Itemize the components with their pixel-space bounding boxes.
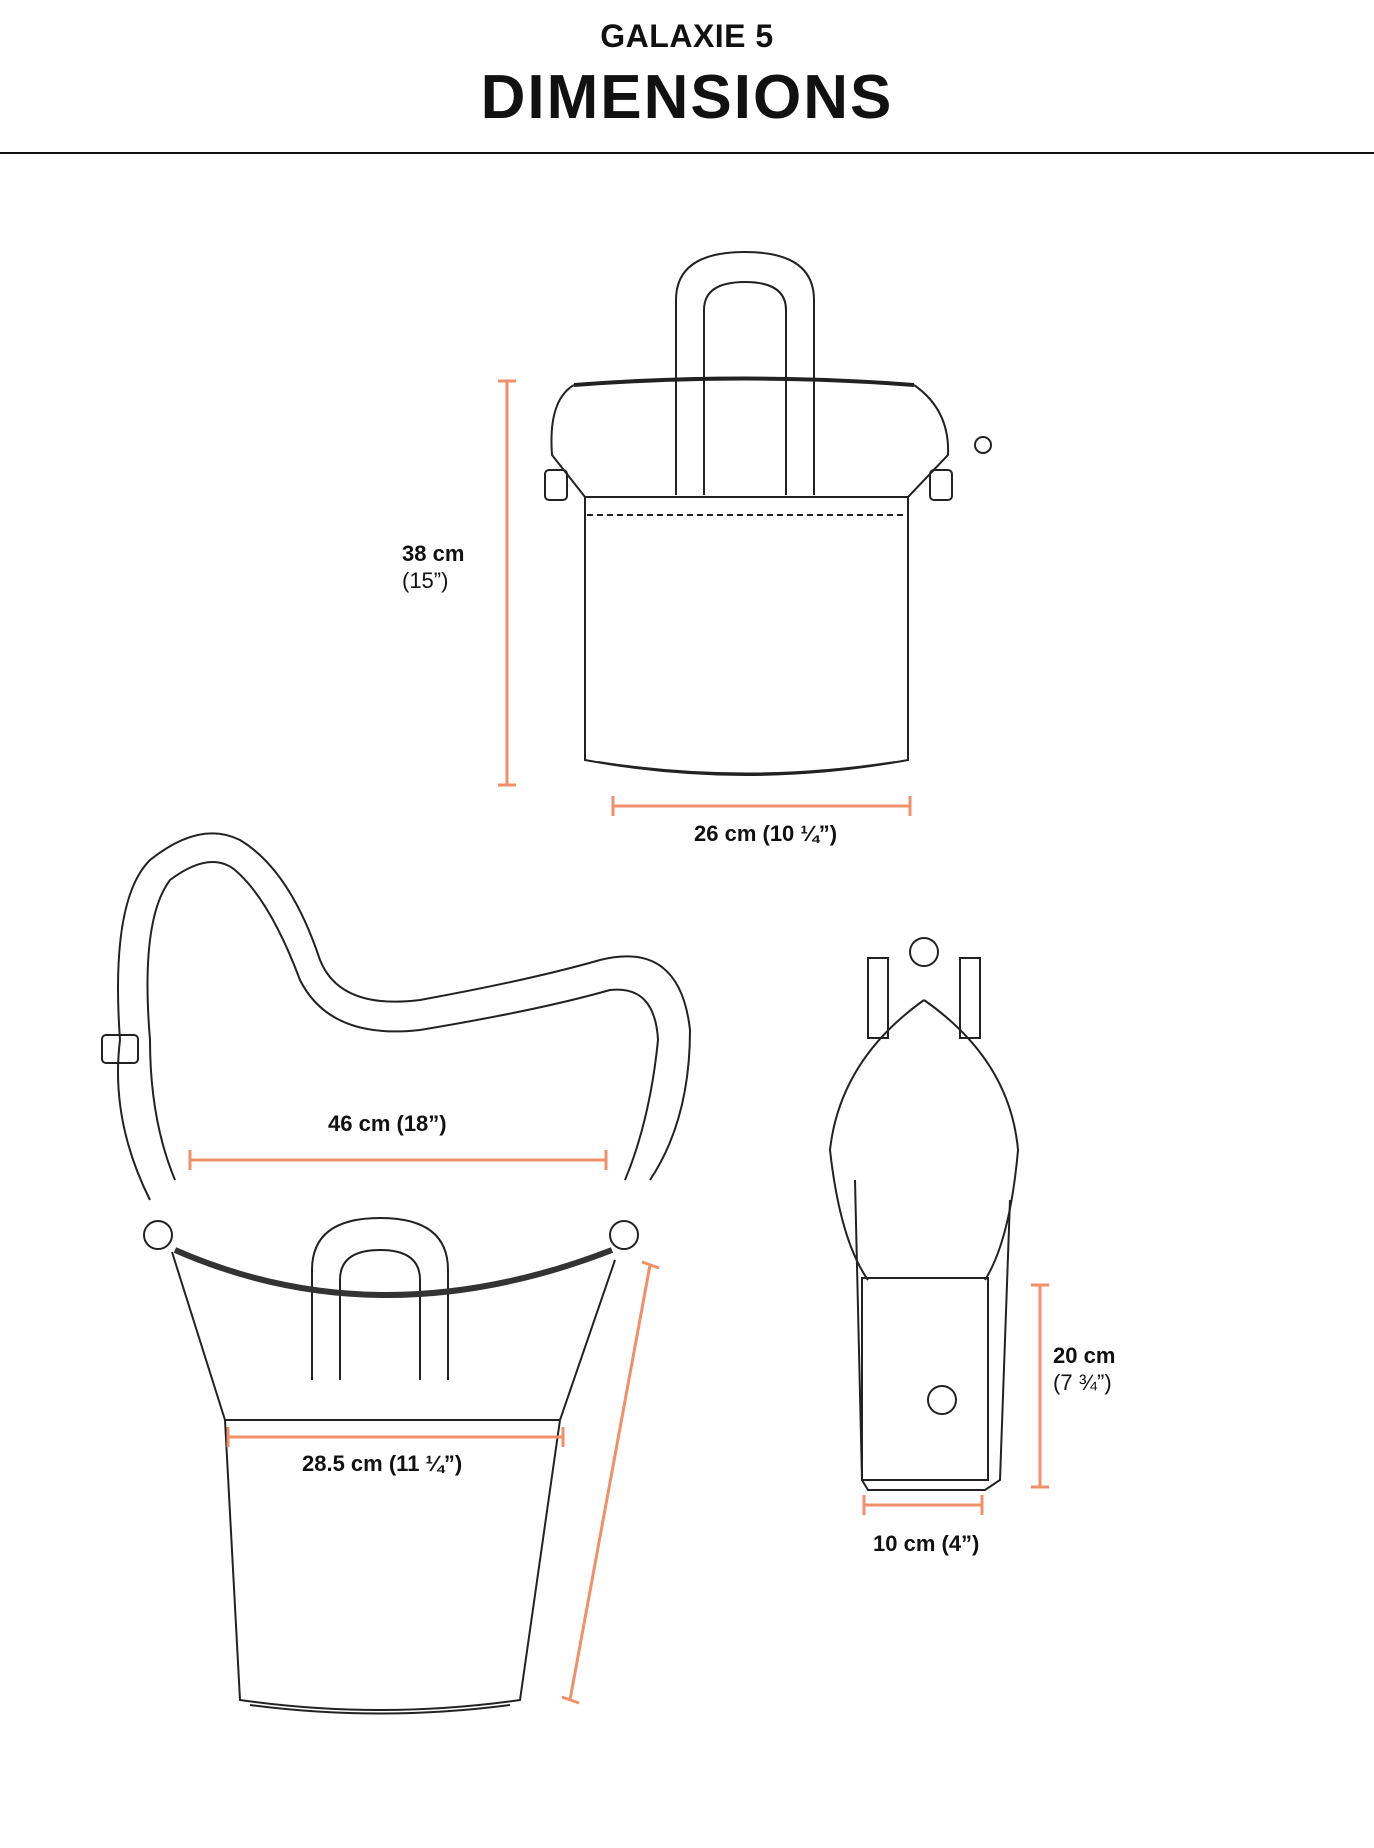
top-width-label: 28.5 cm (11 ¼”) <box>302 1451 463 1476</box>
front-height-label: 38 cm (15”) <box>402 540 464 594</box>
front-width-label: 26 cm (10 ¼”) <box>694 821 838 846</box>
strap-length-label: 46 cm (18”) <box>328 1111 447 1136</box>
side-height-cm: 20 cm <box>1053 1343 1116 1368</box>
side-view-bag <box>828 937 1020 1491</box>
strap-dimension-lines <box>188 1150 660 1705</box>
product-name: GALAXIE 5 <box>600 18 774 54</box>
side-height-in: (7 ¾”) <box>1053 1370 1112 1395</box>
page-header: GALAXIE 5 DIMENSIONS <box>0 0 1374 154</box>
side-depth-label: 10 cm (4”) <box>873 1531 980 1556</box>
side-height-label: 20 cm (7 ¾”) <box>1053 1342 1115 1396</box>
front-view-bag <box>544 250 992 776</box>
front-height-in: (15”) <box>402 568 449 593</box>
side-dimension-lines <box>862 1283 1049 1515</box>
front-dimension-lines <box>498 379 912 816</box>
front-height-cm: 38 cm <box>402 541 465 566</box>
strap-view-bag <box>101 832 692 1715</box>
page-title: DIMENSIONS <box>480 63 894 132</box>
